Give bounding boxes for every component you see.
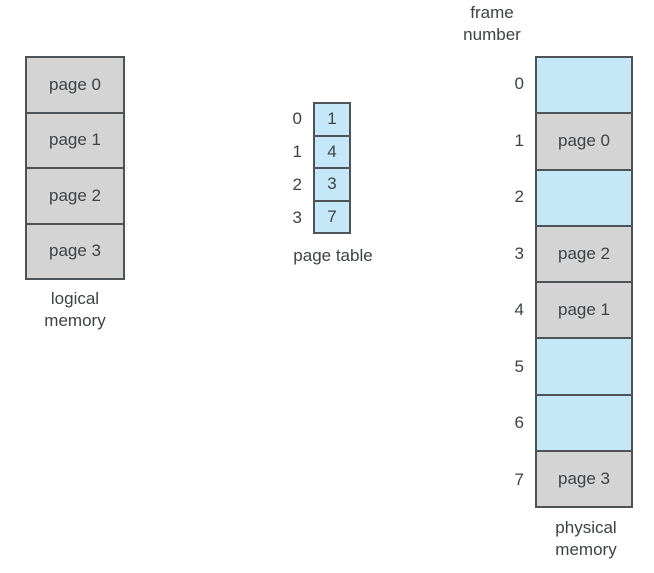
- physical-memory-frame: page 2: [537, 224, 631, 281]
- physical-memory-frame: page 0: [537, 112, 631, 169]
- physical-memory-frame: [537, 168, 631, 225]
- frame-number-label: frame number: [463, 3, 521, 44]
- physical-memory-frame: [537, 337, 631, 394]
- frame-number: 3: [514, 244, 524, 263]
- page-table-entry: 1: [315, 104, 349, 135]
- frame-number: 7: [514, 470, 524, 489]
- page-table-entry: 7: [315, 199, 349, 232]
- page-table-column: 1 4 3 7: [313, 102, 351, 234]
- page-table-index: 3: [292, 207, 302, 227]
- frame-number: 0: [514, 74, 524, 93]
- frame-number: 4: [514, 300, 524, 319]
- page-table-index: 1: [292, 141, 302, 161]
- frame-number: 5: [514, 357, 524, 376]
- page-table-label: page table: [293, 246, 373, 265]
- logical-memory-cell: page 0: [27, 58, 123, 112]
- logical-memory-label: logical memory: [44, 289, 106, 330]
- physical-memory-frame: page 3: [537, 449, 631, 506]
- frame-number: 1: [514, 131, 524, 150]
- page-table-index: 0: [292, 108, 302, 128]
- logical-memory-cell: page 3: [27, 222, 123, 278]
- physical-memory-frame: page 1: [537, 281, 631, 338]
- logical-memory-column: page 0 page 1 page 2 page 3: [25, 56, 125, 280]
- page-table-index: 2: [292, 174, 302, 194]
- page-table-entry: 4: [315, 134, 349, 167]
- logical-memory-cell: page 2: [27, 167, 123, 223]
- frame-number: 2: [514, 187, 524, 206]
- physical-memory-column: page 0 page 2 page 1 page 3: [535, 56, 633, 508]
- page-table-entry: 3: [315, 167, 349, 200]
- physical-memory-label: physical memory: [555, 518, 617, 559]
- physical-memory-frame: [537, 58, 631, 113]
- logical-memory-cell: page 1: [27, 111, 123, 167]
- frame-number: 6: [514, 413, 524, 432]
- physical-memory-frame: [537, 393, 631, 450]
